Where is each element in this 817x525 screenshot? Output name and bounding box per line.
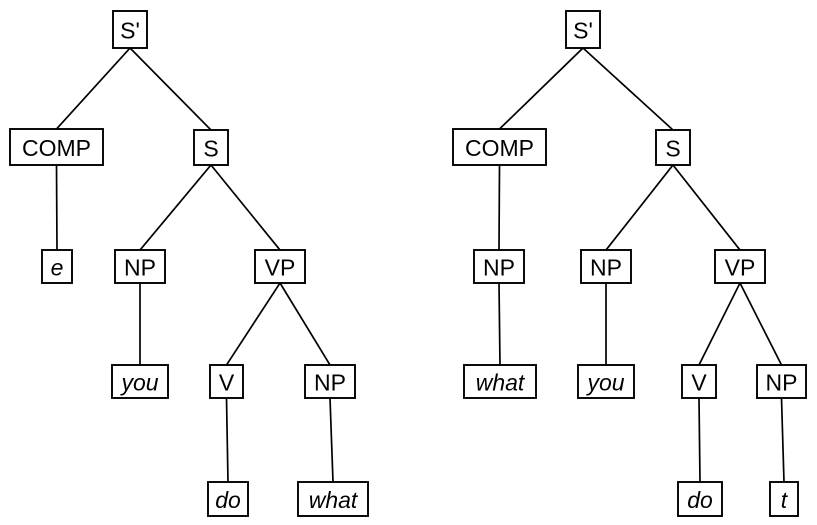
surface-structure-tree-edges: [498, 46, 785, 483]
tree-edge-r-sbar-to-r-s: [581, 46, 675, 132]
tree-node-l-vp[interactable]: VP: [254, 249, 306, 284]
tree-node-l-what[interactable]: what: [297, 481, 369, 517]
node-label: NP: [483, 255, 515, 281]
tree-node-l-sbar[interactable]: S': [112, 10, 148, 49]
tree-edge-r-np2-to-r-t: [780, 397, 785, 483]
node-box: [756, 364, 807, 399]
tree-node-r-sbar[interactable]: S': [565, 10, 601, 49]
tree-edge-l-vp-to-l-v: [225, 281, 282, 367]
tree-edge-l-v-to-l-do: [225, 397, 229, 483]
node-box: [297, 481, 369, 517]
tree-node-l-you[interactable]: you: [111, 364, 169, 399]
tree-node-l-np1[interactable]: NP: [114, 249, 166, 284]
tree-node-r-v[interactable]: V: [681, 364, 717, 399]
node-box: [463, 364, 537, 399]
tree-edge-r-vp-to-r-np2: [738, 281, 783, 367]
node-box: [112, 10, 148, 49]
tree-edge-l-s-to-l-np1: [138, 163, 213, 252]
node-box: [114, 249, 166, 284]
tree-node-r-np1[interactable]: NP: [580, 249, 632, 284]
node-label: you: [119, 370, 158, 396]
node-label: NP: [124, 255, 156, 281]
tree-node-l-v[interactable]: V: [209, 364, 244, 399]
node-label: do: [687, 487, 713, 513]
node-box: [577, 364, 635, 399]
node-label: NP: [766, 370, 798, 396]
tree-edge-l-vp-to-l-np2: [278, 281, 332, 367]
tree-edge-l-sbar-to-l-comp: [55, 46, 132, 131]
node-label: V: [691, 370, 707, 396]
tree-node-r-np2[interactable]: NP: [756, 364, 807, 399]
node-label: S': [120, 18, 140, 44]
node-box: [769, 481, 799, 517]
tree-node-r-you[interactable]: you: [577, 364, 635, 399]
tree-node-r-np0[interactable]: NP: [473, 249, 525, 284]
tree-node-l-s[interactable]: S: [193, 129, 229, 166]
tree-edge-l-np2-to-l-what: [329, 397, 334, 483]
tree-edge-l-s-to-l-vp: [209, 163, 282, 252]
tree-edge-r-np0-to-r-what: [498, 282, 501, 366]
surface-structure-tree-nodes: S' COMP S NP NP VP what you V NP do t: [452, 10, 807, 517]
node-label: what: [476, 370, 526, 396]
node-box: [452, 128, 547, 166]
node-box: [714, 249, 766, 284]
tree-node-l-do[interactable]: do: [207, 481, 249, 517]
node-box: [254, 249, 306, 284]
tree-node-r-t[interactable]: t: [769, 481, 799, 517]
tree-node-l-e[interactable]: e: [41, 249, 73, 284]
node-label: NP: [314, 370, 346, 396]
node-label: S': [573, 18, 593, 44]
node-box: [473, 249, 525, 284]
tree-node-r-comp[interactable]: COMP: [452, 128, 547, 166]
tree-node-l-np2[interactable]: NP: [304, 364, 356, 399]
node-label: S: [665, 136, 680, 162]
tree-edge-r-s-to-r-vp: [671, 163, 742, 252]
node-box: [207, 481, 249, 517]
node-label: VP: [725, 255, 756, 281]
tree-edge-r-sbar-to-r-comp: [498, 46, 585, 131]
tree-node-l-comp[interactable]: COMP: [9, 128, 104, 166]
tree-edge-r-s-to-r-np1: [604, 163, 675, 252]
node-label: e: [51, 255, 64, 281]
node-label: NP: [590, 255, 622, 281]
node-label: t: [781, 487, 789, 513]
node-label: V: [219, 370, 235, 396]
node-label: do: [215, 487, 241, 513]
tree-node-r-do[interactable]: do: [677, 481, 723, 517]
node-box: [9, 128, 104, 166]
node-label: COMP: [22, 135, 91, 161]
tree-edge-l-sbar-to-l-s: [128, 46, 213, 132]
node-box: [677, 481, 723, 517]
node-box: [304, 364, 356, 399]
node-box: [209, 364, 244, 399]
node-label: VP: [265, 255, 296, 281]
deep-structure-tree-edges: [55, 46, 334, 483]
node-box: [193, 129, 229, 166]
node-label: S: [203, 136, 218, 162]
node-label: what: [309, 487, 359, 513]
tree-edge-r-comp-to-r-np0: [498, 164, 501, 251]
node-box: [41, 249, 73, 284]
tree-edge-r-v-to-r-do: [698, 397, 701, 483]
node-box: [565, 10, 601, 49]
node-box: [655, 129, 691, 166]
edges-layer: [55, 46, 785, 483]
tree-edge-l-comp-to-l-e: [55, 164, 58, 251]
tree-node-r-vp[interactable]: VP: [714, 249, 766, 284]
node-label: COMP: [465, 135, 534, 161]
tree-node-r-what[interactable]: what: [463, 364, 537, 399]
node-box: [681, 364, 717, 399]
node-box: [580, 249, 632, 284]
tree-node-r-s[interactable]: S: [655, 129, 691, 166]
node-label: you: [585, 370, 624, 396]
node-box: [111, 364, 169, 399]
tree-edge-r-vp-to-r-v: [697, 281, 742, 367]
